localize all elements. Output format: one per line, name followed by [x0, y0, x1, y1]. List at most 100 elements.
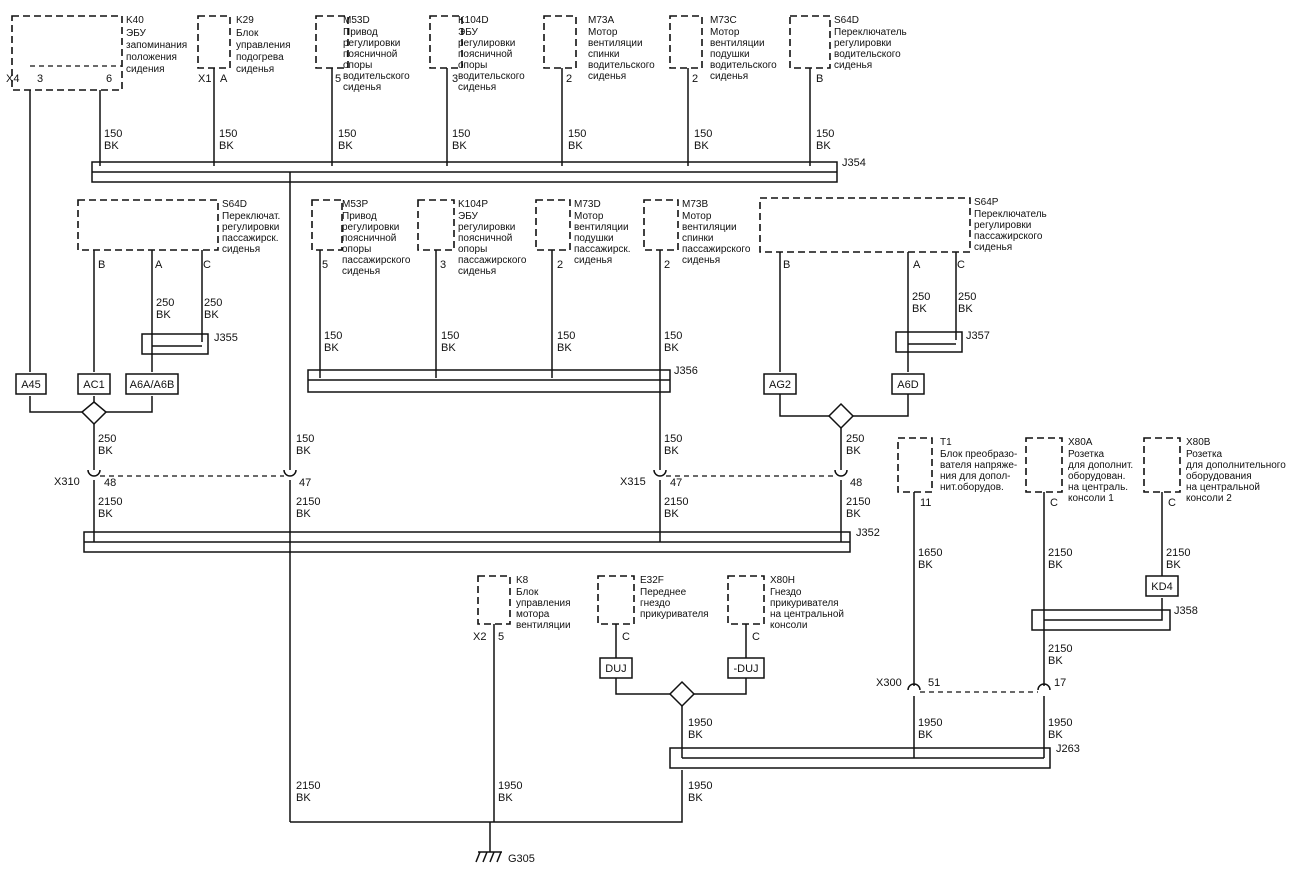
- splice-j263[interactable]: J263: [669, 743, 1080, 769]
- component-t1[interactable]: T1 Блок преобразо- вателя напряже- ния д…: [897, 437, 1017, 509]
- right-column-wires: [913, 492, 1163, 758]
- wire-gauge: 150: [441, 330, 459, 342]
- center-mid-wires: [319, 250, 661, 470]
- pin-label: 48: [850, 477, 862, 489]
- component-desc: Гнездо: [770, 587, 802, 598]
- pin-label: C: [622, 631, 630, 643]
- inline-connector-x300[interactable]: X300 51 17: [876, 677, 1066, 693]
- wire-gauge: 150: [664, 433, 682, 445]
- center-mid-wire-labels: 150 BK 150 BK 150 BK 150 BK 150 BK: [324, 330, 682, 457]
- component-m73c[interactable]: M73C Мотор вентиляции подушки водительск…: [669, 15, 777, 85]
- component-k104d[interactable]: K104D ЭБУ регулировки поясничной опоры в…: [429, 15, 525, 93]
- pin-label: 5: [335, 73, 341, 85]
- inline-connector-x315[interactable]: X315 47 48: [620, 469, 862, 489]
- splice-j355[interactable]: J355: [141, 332, 238, 355]
- component-desc: Розетка: [1068, 449, 1105, 460]
- component-desc: регулировки: [974, 220, 1031, 231]
- component-m73d[interactable]: M73D Мотор вентиляции подушки пассажирск…: [535, 199, 631, 271]
- connector-block-ac1[interactable]: AC1: [77, 373, 111, 395]
- wire-gauge: 150: [557, 330, 575, 342]
- component-x80a[interactable]: X80A Розетка для дополнит. оборудован. н…: [1025, 437, 1133, 509]
- component-id: K104P: [458, 199, 488, 210]
- wire-color: BK: [958, 303, 973, 315]
- component-k104p[interactable]: K104P ЭБУ регулировки поясничной опоры п…: [417, 199, 527, 277]
- component-desc: пассажирского: [974, 231, 1043, 242]
- splice-j352[interactable]: J352: [83, 527, 880, 553]
- component-desc: управления: [516, 598, 571, 609]
- component-desc: пассажирского: [342, 255, 411, 266]
- connector-block-label: A45: [21, 379, 41, 391]
- component-desc: вентиляции: [516, 620, 571, 631]
- wire-color: BK: [918, 559, 933, 571]
- component-x80b[interactable]: X80B Розетка для дополнительного оборудо…: [1143, 437, 1286, 509]
- connector-block-a6d[interactable]: A6D: [891, 373, 925, 395]
- wire-color: BK: [98, 445, 113, 457]
- component-m73b[interactable]: M73B Мотор вентиляции спинки пассажирско…: [643, 199, 751, 271]
- splice-label: J263: [1056, 743, 1080, 755]
- wire-color: BK: [1048, 655, 1063, 667]
- pin-label: 11: [920, 497, 931, 509]
- component-k29[interactable]: K29 Блок управления подогрева сиденья X1…: [197, 15, 291, 85]
- component-k40[interactable]: K40 ЭБУ запоминания положения сидения X4…: [6, 15, 187, 91]
- pin-label: C: [1050, 497, 1058, 509]
- wire-color: BK: [498, 792, 513, 804]
- connector-block-kd4[interactable]: KD4: [1145, 575, 1179, 597]
- component-desc: подушки: [710, 49, 750, 60]
- wire-gauge: 250: [204, 297, 222, 309]
- wire-color: BK: [846, 508, 861, 520]
- component-desc: Блок: [236, 28, 259, 39]
- wire-gauge: 150: [816, 128, 834, 140]
- wire-color: BK: [156, 309, 171, 321]
- splice-label: J358: [1174, 605, 1198, 617]
- splice-j354[interactable]: J354: [91, 157, 866, 183]
- ground-g305[interactable]: G305: [475, 822, 535, 865]
- connector-label: X2: [473, 631, 486, 643]
- wire-color: BK: [568, 140, 583, 152]
- component-m53d[interactable]: M53D Привод регулировки поясничной опоры…: [315, 15, 410, 93]
- component-s64d-passenger[interactable]: S64D Переключат. регулировки пассажирск.…: [77, 199, 280, 271]
- component-s64p[interactable]: S64P Переключатель регулировки пассажирс…: [759, 197, 1047, 271]
- connector-block-duj[interactable]: DUJ: [599, 657, 633, 679]
- connector-block-ag2[interactable]: AG2: [763, 373, 797, 395]
- pin-label: 5: [322, 259, 328, 271]
- wire-gauge: 250: [98, 433, 116, 445]
- wire-color: BK: [912, 303, 927, 315]
- connector-block-a45[interactable]: A45: [15, 373, 47, 395]
- top-wires: [29, 68, 811, 372]
- right-mid-wires: [779, 252, 957, 470]
- component-m53p[interactable]: M53P Привод регулировки поясничной опоры…: [311, 199, 411, 277]
- component-e32f[interactable]: E32F Переднее гнездо прикуривателя C: [597, 575, 709, 643]
- component-desc: водительского: [343, 71, 410, 82]
- component-id: M53P: [342, 199, 368, 210]
- component-desc: мотора: [516, 609, 550, 620]
- wire-gauge: 250: [846, 433, 864, 445]
- pin-label: 47: [670, 477, 682, 489]
- component-id: K104D: [458, 15, 489, 26]
- component-desc: Переключатель: [974, 209, 1047, 220]
- inline-connector-label: X300: [876, 677, 902, 689]
- splice-j358[interactable]: J358: [1031, 605, 1198, 631]
- pin-label: 3: [440, 259, 446, 271]
- wire-gauge: 1950: [688, 780, 712, 792]
- connector-block-minus-duj[interactable]: -DUJ: [727, 657, 765, 679]
- component-m73a[interactable]: M73A Мотор вентиляции спинки водительско…: [543, 15, 655, 85]
- component-s64d-driver[interactable]: S64D Переключатель регулировки водительс…: [789, 15, 907, 85]
- inline-connector-label: X310: [54, 476, 80, 488]
- wire-gauge: 2150: [296, 496, 320, 508]
- splice-j356[interactable]: J356: [307, 365, 698, 393]
- component-k8[interactable]: K8 Блок управления мотора вентиляции X2 …: [473, 575, 571, 643]
- wire-color: BK: [688, 729, 703, 741]
- component-desc: подушки: [574, 233, 614, 244]
- connector-block-a6a-a6b[interactable]: A6A/A6B: [125, 373, 179, 395]
- pin-label: C: [957, 259, 965, 271]
- inline-connector-x310[interactable]: X310 48 47: [54, 469, 311, 489]
- component-desc: сиденья: [342, 266, 380, 277]
- wire-color: BK: [204, 309, 219, 321]
- splice-j357[interactable]: J357: [895, 330, 990, 353]
- component-desc: опоры: [343, 60, 372, 71]
- component-desc: спинки: [588, 49, 619, 60]
- component-desc: сиденья: [710, 71, 748, 82]
- right-column-wire-labels: 1650 BK 2150 BK 2150 BK 2150 BK 1950 BK …: [918, 547, 1190, 741]
- component-desc: опоры: [458, 244, 487, 255]
- component-desc: регулировки: [834, 38, 891, 49]
